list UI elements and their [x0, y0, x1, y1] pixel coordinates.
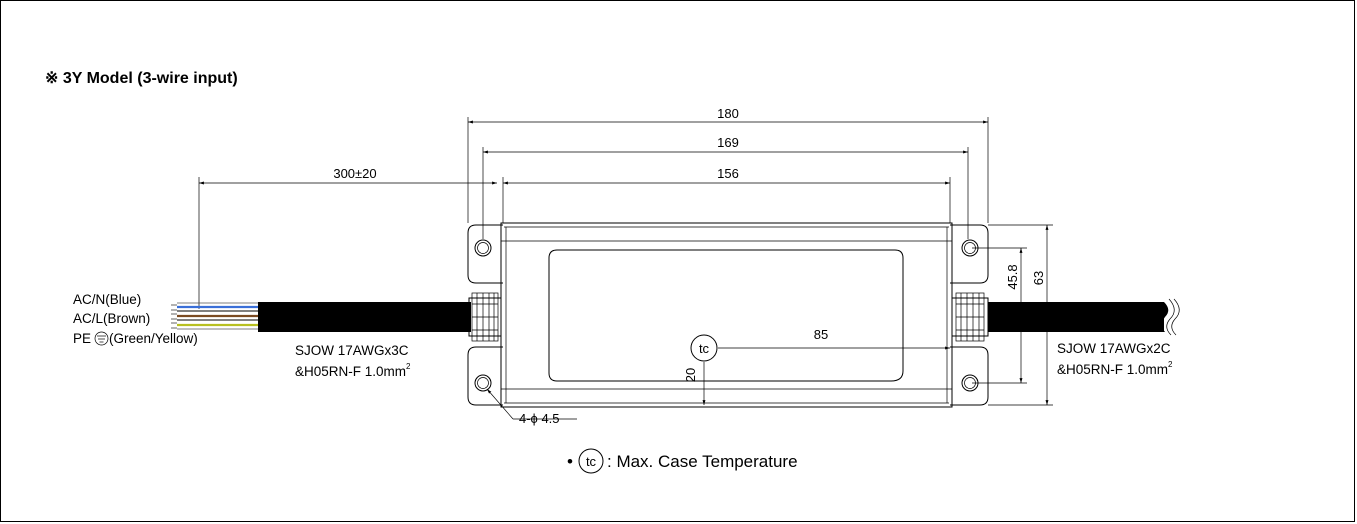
housing-body [500, 222, 953, 408]
right-cable-gland [951, 292, 989, 342]
dimension-label-85: 85 [814, 327, 828, 342]
dimension-label-20: 20 [683, 368, 698, 382]
dimension-45-8: 45.8 [972, 247, 1027, 384]
legend-text: : Max. Case Temperature [607, 452, 798, 471]
dimension-mount-holes: 4-ϕ 4.5 [486, 388, 577, 426]
input-cable [258, 302, 471, 332]
label-ac-line: AC/L(Brown) [73, 311, 150, 326]
dimension-63: 63 [988, 224, 1053, 406]
output-cable [988, 298, 1180, 336]
label-pe-suffix: (Green/Yellow) [109, 331, 198, 346]
dimension-label-180: 180 [717, 106, 739, 121]
dimension-label-63: 63 [1031, 271, 1046, 285]
legend: • tc : Max. Case Temperature [567, 448, 798, 474]
earth-ground-icon [94, 331, 109, 346]
label-pe-prefix: PE [73, 331, 91, 346]
dimension-169: 169 [482, 135, 969, 239]
legend-bullet: • [567, 452, 573, 471]
dimension-label-45-8: 45.8 [1005, 264, 1020, 289]
dimension-label-156: 156 [717, 166, 739, 181]
tc-legend-label: tc [586, 454, 597, 469]
mount-hole-icon [474, 374, 492, 392]
output-cable-spec-line2: &H05RN-F 1.0mm2 [1057, 360, 1173, 377]
drawing-title: ※ 3Y Model (3-wire input) [45, 70, 238, 87]
dimension-tc-horizontal: 85 [718, 327, 950, 350]
input-wires [171, 302, 263, 330]
dimension-cable-length: 300±20 [198, 166, 497, 309]
input-cable-spec-line2: &H05RN-F 1.0mm2 [295, 362, 411, 379]
mount-hole-icon [474, 239, 492, 257]
dimension-label-169: 169 [717, 135, 739, 150]
tc-point-icon: tc [690, 334, 718, 362]
dimension-156: 156 [502, 166, 951, 223]
tc-legend-icon: tc [578, 448, 604, 474]
tc-point-label: tc [699, 341, 710, 356]
left-mount-ears [467, 224, 503, 406]
dimension-180: 180 [467, 106, 989, 223]
label-ac-neutral: AC/N(Blue) [73, 292, 141, 307]
dimension-tc-vertical: 20 [683, 362, 706, 405]
input-cable-spec-line1: SJOW 17AWGx3C [295, 343, 409, 358]
left-cable-gland [468, 292, 502, 342]
output-cable-spec-line1: SJOW 17AWGx2C [1057, 341, 1171, 356]
dimension-label-cable: 300±20 [333, 166, 376, 181]
label-recess [548, 249, 904, 382]
dimension-label-holes: 4-ϕ 4.5 [519, 411, 560, 426]
